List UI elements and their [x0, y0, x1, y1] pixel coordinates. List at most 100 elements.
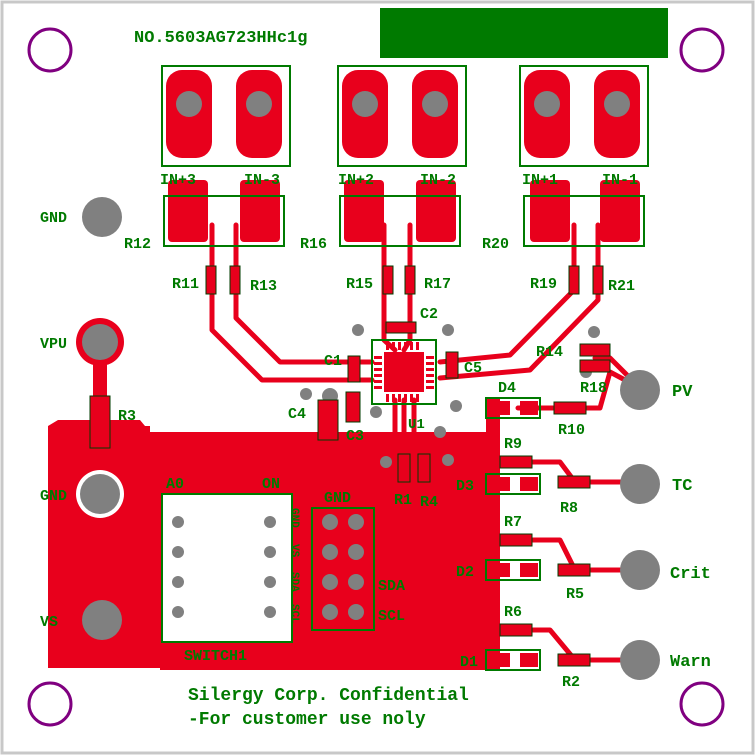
diode-d4	[485, 397, 541, 419]
testpoint-warn[interactable]	[620, 640, 660, 680]
switch-on-label: ON	[262, 476, 280, 493]
pv-label: PV	[672, 383, 693, 402]
svg-text:VS: VS	[288, 544, 300, 558]
header-gnd-label: GND	[324, 490, 351, 507]
c1-label: C1	[324, 353, 342, 370]
r10-label: R10	[558, 422, 585, 439]
testpoint-vs[interactable]	[82, 600, 122, 640]
crit-label: Crit	[670, 565, 711, 584]
mount-hole-bottom-left	[27, 681, 73, 727]
connector-j1: IN+1 IN-1	[519, 65, 649, 247]
c3-label: C3	[346, 428, 364, 445]
in-plus-3-label: IN+3	[160, 172, 196, 189]
r18-label: R18	[580, 380, 607, 397]
in-plus-1-label: IN+1	[522, 172, 558, 189]
r14-label: R14	[536, 344, 563, 361]
resistor-pair-r19-r21	[568, 265, 604, 295]
r4-label: R4	[420, 494, 438, 511]
switch-name-label: SWITCH1	[184, 648, 247, 665]
resistor-r10	[553, 401, 587, 415]
cap-c2	[385, 321, 417, 334]
dip-switch[interactable]	[161, 493, 293, 643]
r7-label: R7	[504, 514, 522, 531]
c5-label: C5	[464, 360, 482, 377]
connector-j2: IN+2 IN-2	[337, 65, 467, 247]
c4-label: C4	[288, 406, 306, 423]
r13-label: R13	[250, 278, 277, 295]
d1-label: D1	[460, 654, 478, 671]
gnd-left-label: GND	[40, 488, 67, 505]
testpoint-gnd-top[interactable]	[82, 197, 122, 237]
part-number-label: NO.5603AG723HHc1g	[134, 29, 307, 48]
resistor-r9	[499, 455, 533, 469]
r8-label: R8	[560, 500, 578, 517]
switch-a0-label: A0	[166, 476, 184, 493]
warn-label: Warn	[670, 653, 711, 672]
header-scl-label: SCL	[378, 608, 405, 625]
resistor-pair-r11-r13	[205, 265, 241, 295]
in-minus-1-label: IN-1	[602, 172, 638, 189]
svg-text:SCL: SCL	[288, 604, 300, 624]
footer-customer-use: -For customer use noly	[188, 710, 426, 730]
testpoint-tc[interactable]	[620, 464, 660, 504]
switch-side-labels: GND VS SDA SCL	[288, 508, 300, 624]
r11-label: R11	[172, 276, 199, 293]
d3-label: D3	[456, 478, 474, 495]
resistor-r1	[397, 453, 411, 483]
diode-d3	[485, 473, 541, 495]
resistor-r8	[557, 475, 591, 489]
testpoint-pv[interactable]	[620, 370, 660, 410]
diode-d2	[485, 559, 541, 581]
r21-label: R21	[608, 278, 635, 295]
in-plus-2-label: IN+2	[338, 172, 374, 189]
d4-label: D4	[498, 380, 516, 397]
bottom-bus	[160, 656, 500, 670]
r20-label: R20	[482, 236, 509, 253]
r5-label: R5	[566, 586, 584, 603]
r17-label: R17	[424, 276, 451, 293]
svg-text:SDA: SDA	[288, 572, 300, 592]
r16-label: R16	[300, 236, 327, 253]
r2-label: R2	[562, 674, 580, 691]
resistor-pair-r15-r17	[382, 265, 416, 295]
resistor-r3	[89, 395, 111, 449]
cap-c3	[345, 391, 361, 423]
r1-label: R1	[394, 492, 412, 509]
testpoint-gnd-left[interactable]	[76, 470, 124, 518]
resistor-r7	[499, 533, 533, 547]
u1-label: U1	[408, 417, 425, 433]
gnd-top-label: GND	[40, 210, 67, 227]
cap-c4	[317, 399, 339, 441]
tc-label: TC	[672, 477, 692, 496]
ic-u1	[371, 339, 437, 405]
resistor-r2	[557, 653, 591, 667]
resistor-r5	[557, 563, 591, 577]
cap-c5	[445, 351, 459, 379]
label-area	[380, 8, 668, 58]
r3-label: R3	[118, 408, 136, 425]
pin-header[interactable]	[311, 507, 375, 631]
vpu-label: VPU	[40, 336, 67, 353]
resistor-r4	[417, 453, 431, 483]
testpoint-crit[interactable]	[620, 550, 660, 590]
header-sda-label: SDA	[378, 578, 405, 595]
resistor-r14	[579, 343, 611, 357]
in-minus-2-label: IN-2	[420, 172, 456, 189]
r12-label: R12	[124, 236, 151, 253]
resistor-r6	[499, 623, 533, 637]
footer-confidential: Silergy Corp. Confidential	[188, 686, 469, 706]
connector-j3: IN+3 IN-3	[160, 65, 291, 247]
testpoint-vpu[interactable]	[76, 318, 124, 366]
right-bus	[486, 398, 500, 670]
r9-label: R9	[504, 436, 522, 453]
resistor-r18	[579, 359, 611, 373]
r6-label: R6	[504, 604, 522, 621]
c2-label: C2	[420, 306, 438, 323]
mount-hole-top-left	[27, 27, 73, 73]
svg-text:GND: GND	[288, 508, 300, 528]
vias	[300, 324, 600, 468]
diode-d1	[485, 649, 541, 671]
cap-c1	[347, 355, 361, 383]
mount-hole-top-right	[679, 27, 725, 73]
